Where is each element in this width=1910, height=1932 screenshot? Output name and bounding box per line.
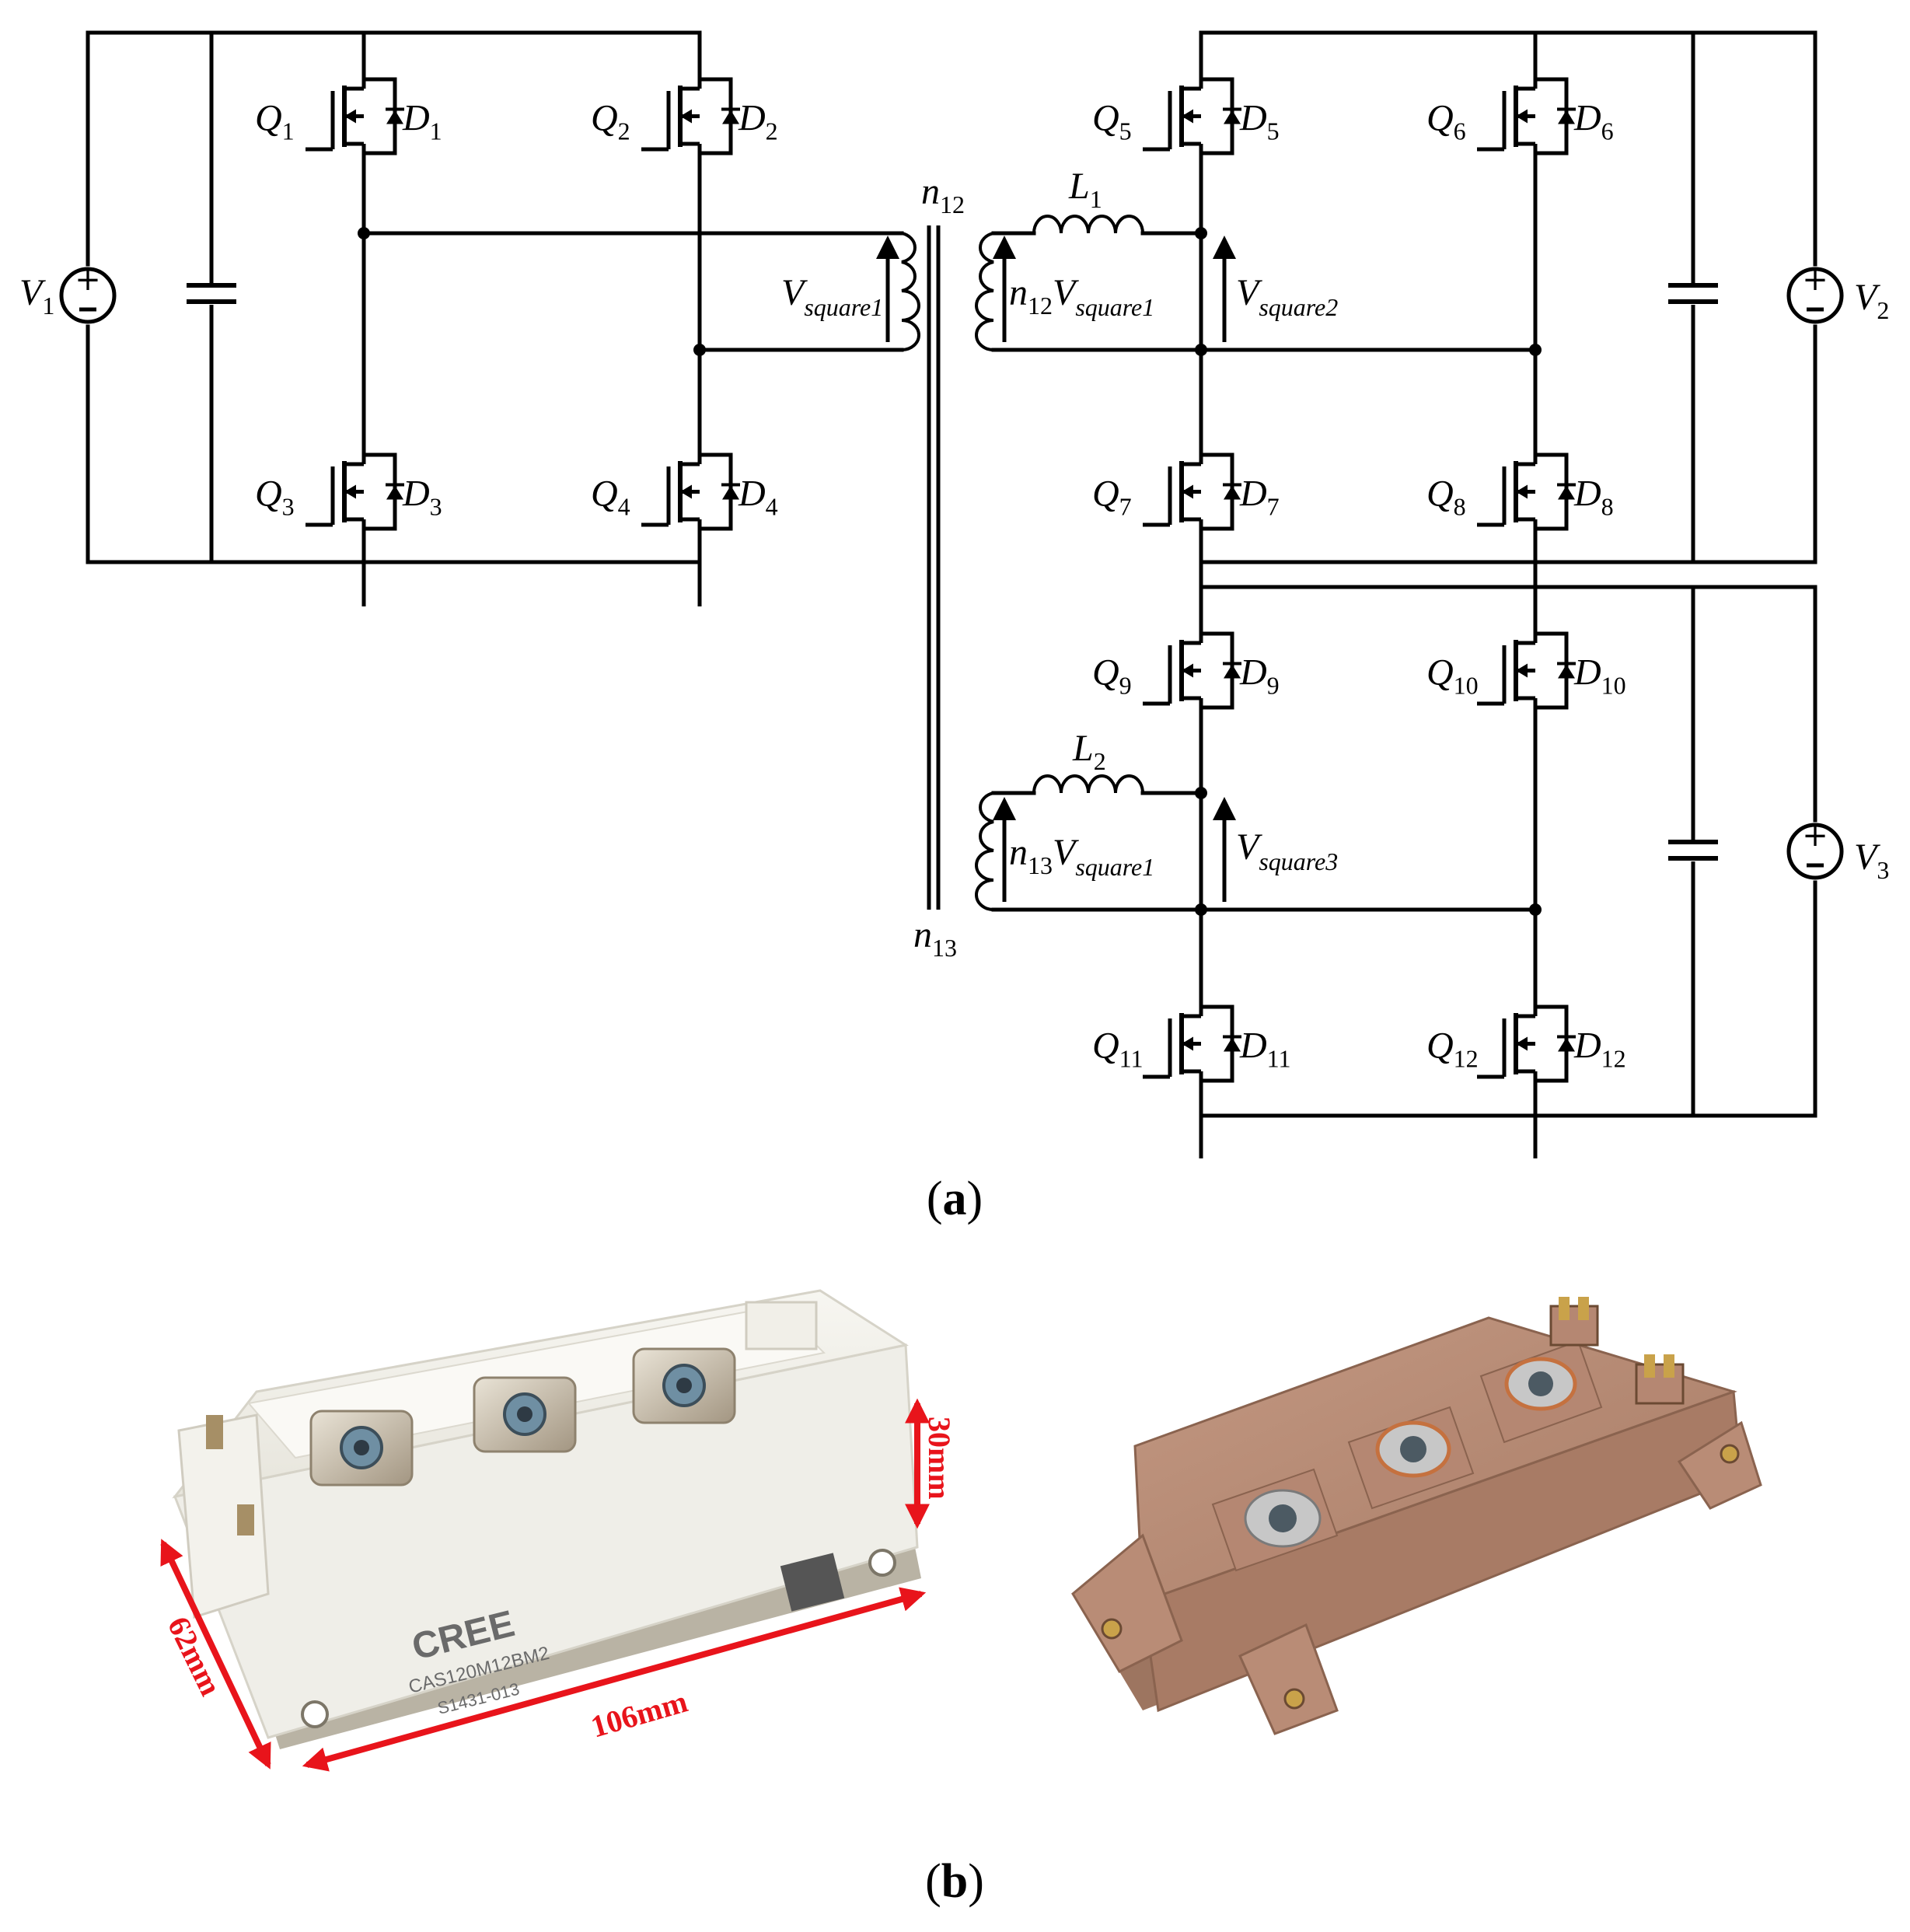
label-d2: D2 <box>738 98 778 145</box>
brown-power-module-photo <box>1071 1297 1762 1735</box>
label-q6: Q6 <box>1426 98 1466 145</box>
label-d1: D1 <box>402 98 442 145</box>
label-vsquare3: Vsquare3 <box>1236 826 1338 875</box>
label-vsquare2: Vsquare2 <box>1236 272 1338 321</box>
dimension-length: 106mm <box>587 1683 691 1744</box>
switch-q7: Q7 D7 <box>1092 408 1280 606</box>
switch-q5: Q5 D5 <box>1092 33 1280 231</box>
white-power-module-photo: CREE CAS120M12BM2 S1431-013 62mm 106mm 3… <box>160 1289 957 1772</box>
switch-q4: Q4 D4 <box>591 408 778 606</box>
source-v3: + <box>1786 818 1844 880</box>
label-d9: D9 <box>1239 652 1280 700</box>
label-d12: D12 <box>1573 1025 1626 1073</box>
switch-q12: Q12 D12 <box>1426 960 1626 1158</box>
label-q5: Q5 <box>1092 98 1132 145</box>
switch-q10: Q10 D10 <box>1426 587 1626 785</box>
label-l1: L1 <box>1068 166 1102 213</box>
label-d10: D10 <box>1573 652 1626 700</box>
switch-q6: Q6 D6 <box>1426 33 1614 231</box>
switch-q8: Q8 D8 <box>1426 408 1614 606</box>
terminal-pad <box>309 1410 414 1487</box>
capacitor-c1 <box>187 283 236 305</box>
terminal-pad <box>1211 1468 1339 1572</box>
label-d4: D4 <box>738 473 778 521</box>
terminal-pad <box>632 1347 736 1424</box>
label-q2: Q2 <box>591 98 630 145</box>
label-d6: D6 <box>1573 98 1614 145</box>
switch-q1: Q1 D1 <box>255 33 442 231</box>
labels: V1 V2 V3 n12 n13 L1 L2 Vsquare1 n12Vsqua… <box>19 166 1889 962</box>
capacitor-c3 <box>1668 840 1718 861</box>
source-v1: + <box>59 262 117 324</box>
terminal-pad <box>1479 1340 1603 1444</box>
label-d5: D5 <box>1239 98 1280 145</box>
circuit-schematic: + + <box>19 30 1889 1158</box>
label-d7: D7 <box>1239 473 1280 521</box>
label-d11: D11 <box>1239 1025 1290 1073</box>
label-v3: V3 <box>1854 837 1889 884</box>
switch-q2: Q2 D2 <box>591 33 778 231</box>
terminal-pad <box>1347 1406 1475 1510</box>
label-q11: Q11 <box>1092 1025 1143 1073</box>
label-q8: Q8 <box>1426 473 1466 521</box>
source-v2: + <box>1786 262 1844 324</box>
label-q1: Q1 <box>255 98 295 145</box>
label-q10: Q10 <box>1426 652 1479 700</box>
transformer <box>901 225 994 911</box>
label-n13: n13 <box>913 914 957 962</box>
inductor-l1 <box>1032 215 1144 234</box>
label-n12-vsquare1: n12Vsquare1 <box>1009 272 1154 321</box>
junction-dots <box>358 227 1542 916</box>
svg-text:+: + <box>1802 818 1828 854</box>
inductor-l2 <box>1032 774 1144 794</box>
label-vsquare1: Vsquare1 <box>781 272 883 321</box>
label-d3: D3 <box>402 473 442 521</box>
terminal-pad <box>473 1376 577 1453</box>
svg-text:+: + <box>1802 262 1828 298</box>
label-n13-vsquare1: n13Vsquare1 <box>1009 832 1154 881</box>
label-q9: Q9 <box>1092 652 1132 700</box>
label-v2: V2 <box>1854 277 1889 324</box>
label-d8: D8 <box>1573 473 1614 521</box>
label-q4: Q4 <box>591 473 630 521</box>
label-q3: Q3 <box>255 473 295 521</box>
dimension-height: 30mm <box>922 1417 957 1500</box>
switch-q11: Q11 D11 <box>1092 960 1290 1158</box>
switch-q9: Q9 D9 <box>1092 587 1280 785</box>
label-q7: Q7 <box>1092 473 1132 521</box>
switch-q3: Q3 D3 <box>255 408 442 606</box>
capacitor-c2 <box>1668 283 1718 305</box>
svg-text:+: + <box>75 262 101 298</box>
label-v1: V1 <box>19 272 54 320</box>
caption-b: (b) <box>925 1855 984 1908</box>
label-q12: Q12 <box>1426 1025 1479 1073</box>
voltage-arrows <box>876 236 1236 902</box>
caption-a: (a) <box>927 1172 983 1225</box>
label-n12: n12 <box>921 171 965 218</box>
label-l2: L2 <box>1072 728 1106 775</box>
